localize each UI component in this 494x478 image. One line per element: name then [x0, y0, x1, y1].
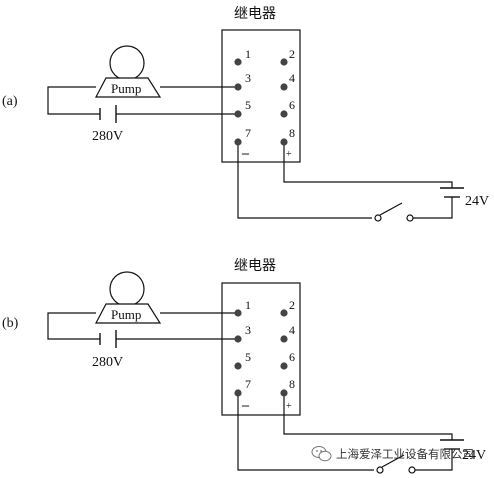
terminal-a-6 — [280, 110, 288, 118]
terminal-label-b-5: 5 — [245, 350, 251, 364]
terminal-label-a-2: 2 — [289, 47, 295, 61]
pump-label-a: Pump — [111, 81, 141, 96]
minus-sign-a: – — [241, 146, 250, 161]
terminal-b-3 — [234, 335, 242, 343]
pump-body-a — [95, 77, 162, 98]
terminals-a — [234, 58, 288, 146]
terminal-label-b-1: 1 — [245, 298, 251, 312]
diagram-label-a: (a) — [2, 94, 18, 109]
terminal-label-b-8: 8 — [289, 377, 295, 391]
watermark-text: 上海爱泽工业设备有限公司 — [336, 447, 474, 461]
terminal-a-3 — [234, 83, 242, 91]
terminal-label-a-1: 1 — [245, 47, 251, 61]
terminal-b-4 — [280, 335, 288, 343]
terminal-b-6 — [280, 362, 288, 370]
wechat-icon — [311, 446, 332, 462]
terminal-a-2 — [280, 58, 288, 66]
terminals-b — [234, 309, 288, 397]
terminal-label-a-5: 5 — [245, 98, 251, 112]
pump-label-b: Pump — [111, 307, 141, 322]
terminal-a-8 — [280, 138, 288, 146]
pump-body-b — [95, 303, 162, 324]
relay-title-b: 继电器 — [234, 258, 276, 274]
relay-box-b — [221, 282, 301, 416]
diagram-a — [47, 29, 464, 222]
terminal-b-7 — [234, 389, 242, 397]
terminal-a-5 — [234, 110, 242, 118]
control-voltage-b: 24V — [462, 448, 486, 463]
terminal-a-1 — [234, 58, 242, 66]
terminal-label-b-3: 3 — [245, 323, 251, 337]
terminal-b-5 — [234, 362, 242, 370]
terminal-label-a-7: 7 — [245, 126, 251, 140]
plus-sign-a: + — [286, 149, 292, 160]
watermark: 上海爱泽工业设备有限公司 — [311, 446, 474, 462]
diagram-label-b: (b) — [2, 316, 19, 331]
terminal-label-b-2: 2 — [289, 298, 295, 312]
terminal-a-7 — [234, 138, 242, 146]
supply-voltage-b: 280V — [92, 355, 123, 370]
pump-motor-a — [109, 45, 145, 81]
terminal-b-1 — [234, 309, 242, 317]
supply-voltage-a: 280V — [92, 129, 123, 144]
terminal-label-a-6: 6 — [289, 98, 295, 112]
terminal-label-b-4: 4 — [289, 323, 295, 337]
terminal-b-8 — [280, 389, 288, 397]
terminal-b-2 — [280, 309, 288, 317]
minus-sign-b: – — [241, 398, 250, 413]
diagram-b — [47, 271, 464, 474]
terminal-label-a-8: 8 — [289, 126, 295, 140]
terminal-label-a-4: 4 — [289, 71, 295, 85]
plus-sign-b: + — [286, 401, 292, 412]
pump-motor-b — [109, 271, 145, 307]
relay-title-a: 继电器 — [234, 6, 276, 22]
terminal-label-b-7: 7 — [245, 377, 251, 391]
terminal-label-a-3: 3 — [245, 71, 251, 85]
terminal-a-4 — [280, 83, 288, 91]
terminal-label-b-6: 6 — [289, 350, 295, 364]
relay-box-a — [221, 29, 301, 163]
control-voltage-a: 24V — [465, 194, 489, 209]
